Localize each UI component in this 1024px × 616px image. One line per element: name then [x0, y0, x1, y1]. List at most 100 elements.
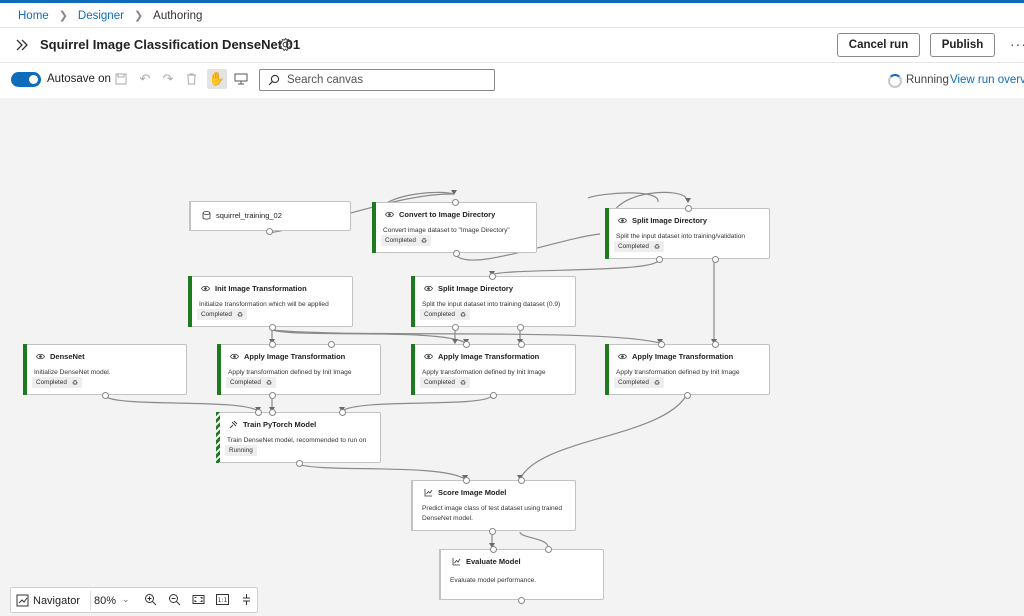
node-title: Split Image Directory — [632, 216, 708, 225]
node-description: Apply transformation defined by Init Ima… — [422, 369, 546, 376]
eye-icon — [618, 217, 627, 224]
node-description: Apply transformation defined by Init Ima… — [228, 369, 352, 376]
save-icon[interactable] — [113, 71, 129, 87]
module-node-split-image-directory-1[interactable]: Split Image Directory Split the input da… — [605, 205, 770, 263]
module-node-apply-image-transformation-2[interactable]: Apply Image Transformation Apply transfo… — [411, 341, 576, 399]
zoom-out-icon[interactable] — [167, 593, 181, 607]
status-badge: Completed♻ — [614, 241, 665, 252]
eye-icon — [230, 353, 239, 360]
module-node-score-image-model[interactable]: Score Image Model Predict image class of… — [411, 477, 576, 535]
output-port[interactable] — [490, 392, 497, 399]
module-node-convert-to-image-directory[interactable]: Convert to Image Directory Convert image… — [372, 199, 537, 257]
canvas-toolbar: Autosave on ↶ ↷ ✋ Search canvas Running … — [0, 63, 1024, 97]
output-port[interactable] — [269, 392, 276, 399]
module-node-split-image-directory-2[interactable]: Split Image Directory Split the input da… — [411, 273, 576, 331]
input-port[interactable] — [328, 341, 335, 348]
node-description: Predict image class of test dataset usin… — [422, 505, 563, 522]
status-badge: Completed♻ — [197, 309, 248, 320]
output-port[interactable] — [518, 597, 525, 604]
navigator-icon[interactable] — [16, 594, 29, 607]
module-node-train-pytorch-model[interactable]: Train PyTorch Model Train DenseNet model… — [216, 409, 381, 467]
output-port[interactable] — [102, 392, 109, 399]
module-node-evaluate-model[interactable]: Evaluate Model Evaluate model performanc… — [439, 546, 604, 604]
module-node-init-image-transformation[interactable]: Init Image Transformation Initialize tra… — [188, 276, 353, 331]
zoom-level-select[interactable]: 80% — [94, 595, 117, 607]
breadcrumb-designer[interactable]: Designer — [77, 9, 124, 22]
input-port[interactable] — [685, 205, 692, 212]
node-title: DenseNet — [50, 352, 85, 361]
output-port[interactable] — [453, 250, 460, 257]
breadcrumb-home[interactable]: Home — [18, 9, 49, 22]
expand-panel-icon[interactable] — [14, 37, 30, 53]
actual-size-icon[interactable]: 1:1 — [215, 593, 229, 607]
output-port[interactable] — [684, 392, 691, 399]
node-title: Init Image Transformation — [215, 284, 307, 293]
delete-icon[interactable] — [183, 71, 199, 87]
more-options-icon[interactable]: ··· — [1010, 36, 1024, 52]
node-title: Convert to Image Directory — [399, 210, 496, 219]
status-badge: Completed♻ — [420, 309, 471, 320]
redo-icon[interactable]: ↷ — [162, 71, 174, 86]
output-port[interactable] — [269, 324, 276, 331]
autosave-toggle[interactable] — [11, 72, 41, 87]
node-title: Apply Image Transformation — [632, 352, 734, 361]
input-port[interactable] — [339, 409, 346, 416]
input-port[interactable] — [255, 409, 262, 416]
reuse-icon: ♻ — [420, 237, 428, 245]
input-port[interactable] — [269, 409, 276, 416]
node-description: Initialize DenseNet model. — [34, 369, 111, 376]
dataset-node-squirrel-training[interactable]: squirrel_training_02 — [189, 201, 351, 235]
zoom-in-icon[interactable] — [143, 593, 157, 607]
node-title: Score Image Model — [438, 488, 507, 497]
node-title: squirrel_training_02 — [216, 211, 282, 220]
input-port[interactable] — [463, 341, 470, 348]
input-port[interactable] — [452, 199, 459, 206]
cancel-run-button[interactable]: Cancel run — [837, 33, 920, 57]
node-description: Apply transformation defined by Init Ima… — [616, 369, 740, 376]
navigator-label[interactable]: Navigator — [33, 595, 81, 607]
fit-to-screen-icon[interactable] — [191, 593, 205, 607]
reuse-icon: ♻ — [459, 311, 467, 319]
view-run-overview-link[interactable]: View run overview — [950, 74, 1024, 86]
node-title: Apply Image Transformation — [244, 352, 346, 361]
presentation-icon[interactable] — [233, 71, 249, 87]
undo-icon[interactable]: ↶ — [139, 71, 151, 86]
node-description: Train DenseNet model, recommended to run… — [227, 437, 367, 444]
pipeline-canvas[interactable]: squirrel_training_02 Convert to Image Di… — [0, 98, 1024, 616]
output-port[interactable] — [452, 324, 459, 331]
reuse-icon: ♻ — [459, 379, 467, 387]
input-port[interactable] — [518, 341, 525, 348]
input-port[interactable] — [490, 546, 497, 553]
status-badge: Completed♻ — [381, 235, 432, 246]
output-port[interactable] — [517, 324, 524, 331]
output-port[interactable] — [656, 256, 663, 263]
output-port[interactable] — [266, 228, 273, 235]
module-node-densenet[interactable]: DenseNet Initialize DenseNet model. Comp… — [23, 344, 187, 399]
dataset-icon — [202, 211, 211, 220]
pan-hand-icon[interactable]: ✋ — [207, 69, 227, 89]
publish-button[interactable]: Publish — [930, 33, 995, 57]
search-input[interactable]: Search canvas — [259, 69, 495, 91]
auto-layout-icon[interactable] — [239, 593, 253, 607]
gear-icon[interactable] — [278, 37, 293, 52]
module-node-apply-image-transformation-1[interactable]: Apply Image Transformation Apply transfo… — [217, 341, 381, 399]
chevron-right-icon: ❯ — [133, 10, 144, 22]
input-port[interactable] — [489, 273, 496, 280]
reuse-icon: ♻ — [236, 311, 244, 319]
chevron-down-icon[interactable]: ⌄ — [122, 594, 130, 604]
train-model-icon — [229, 420, 238, 429]
title-bar: Squirrel Image Classification DenseNet 0… — [0, 28, 1024, 62]
input-port[interactable] — [712, 341, 719, 348]
input-port[interactable] — [658, 341, 665, 348]
output-port[interactable] — [296, 460, 303, 467]
input-port[interactable] — [463, 477, 470, 484]
module-node-apply-image-transformation-3[interactable]: Apply Image Transformation Apply transfo… — [605, 341, 770, 399]
output-port[interactable] — [712, 256, 719, 263]
node-description: Split the input dataset into training da… — [422, 301, 561, 308]
input-port[interactable] — [518, 477, 525, 484]
output-port[interactable] — [489, 528, 496, 535]
reuse-icon: ♻ — [653, 379, 661, 387]
input-port[interactable] — [269, 341, 276, 348]
status-badge: Completed♻ — [614, 377, 665, 388]
input-port[interactable] — [545, 546, 552, 553]
